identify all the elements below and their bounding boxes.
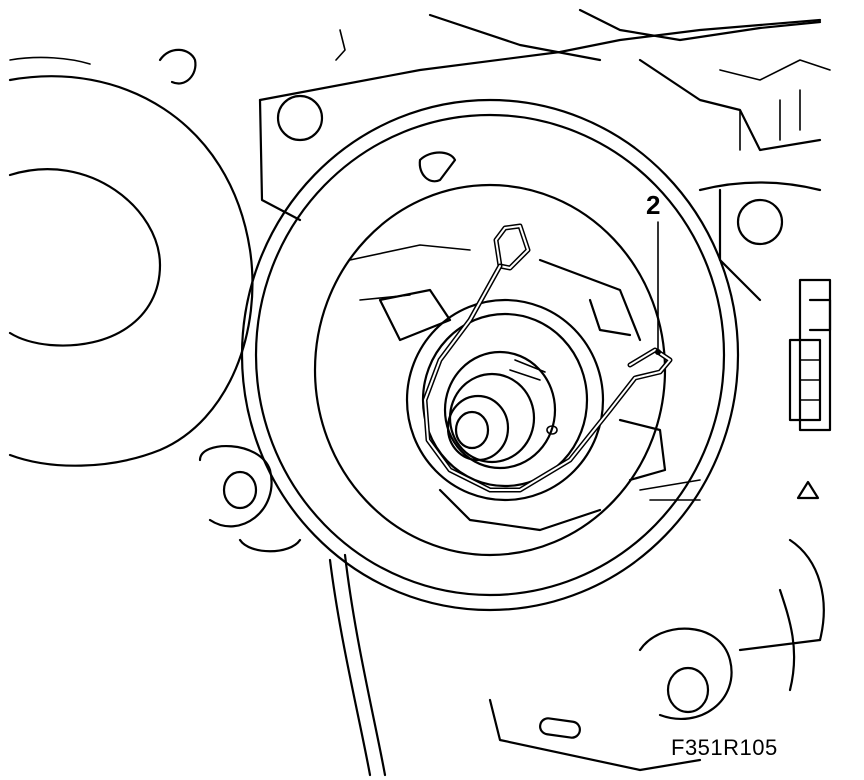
figure-id: F351R105 — [671, 735, 778, 760]
left-pulley-housing — [8, 29, 346, 467]
callout-label-2: 2 — [646, 190, 661, 220]
outer-seal-ring — [240, 98, 740, 777]
engine-block-top — [258, 8, 831, 302]
distributor-housing — [313, 151, 701, 557]
lower-bracket — [198, 444, 822, 772]
retaining-clip — [422, 223, 673, 493]
rotor-shaft — [405, 298, 605, 502]
callout-leader-2 — [655, 221, 661, 355]
right-connector — [778, 278, 832, 692]
